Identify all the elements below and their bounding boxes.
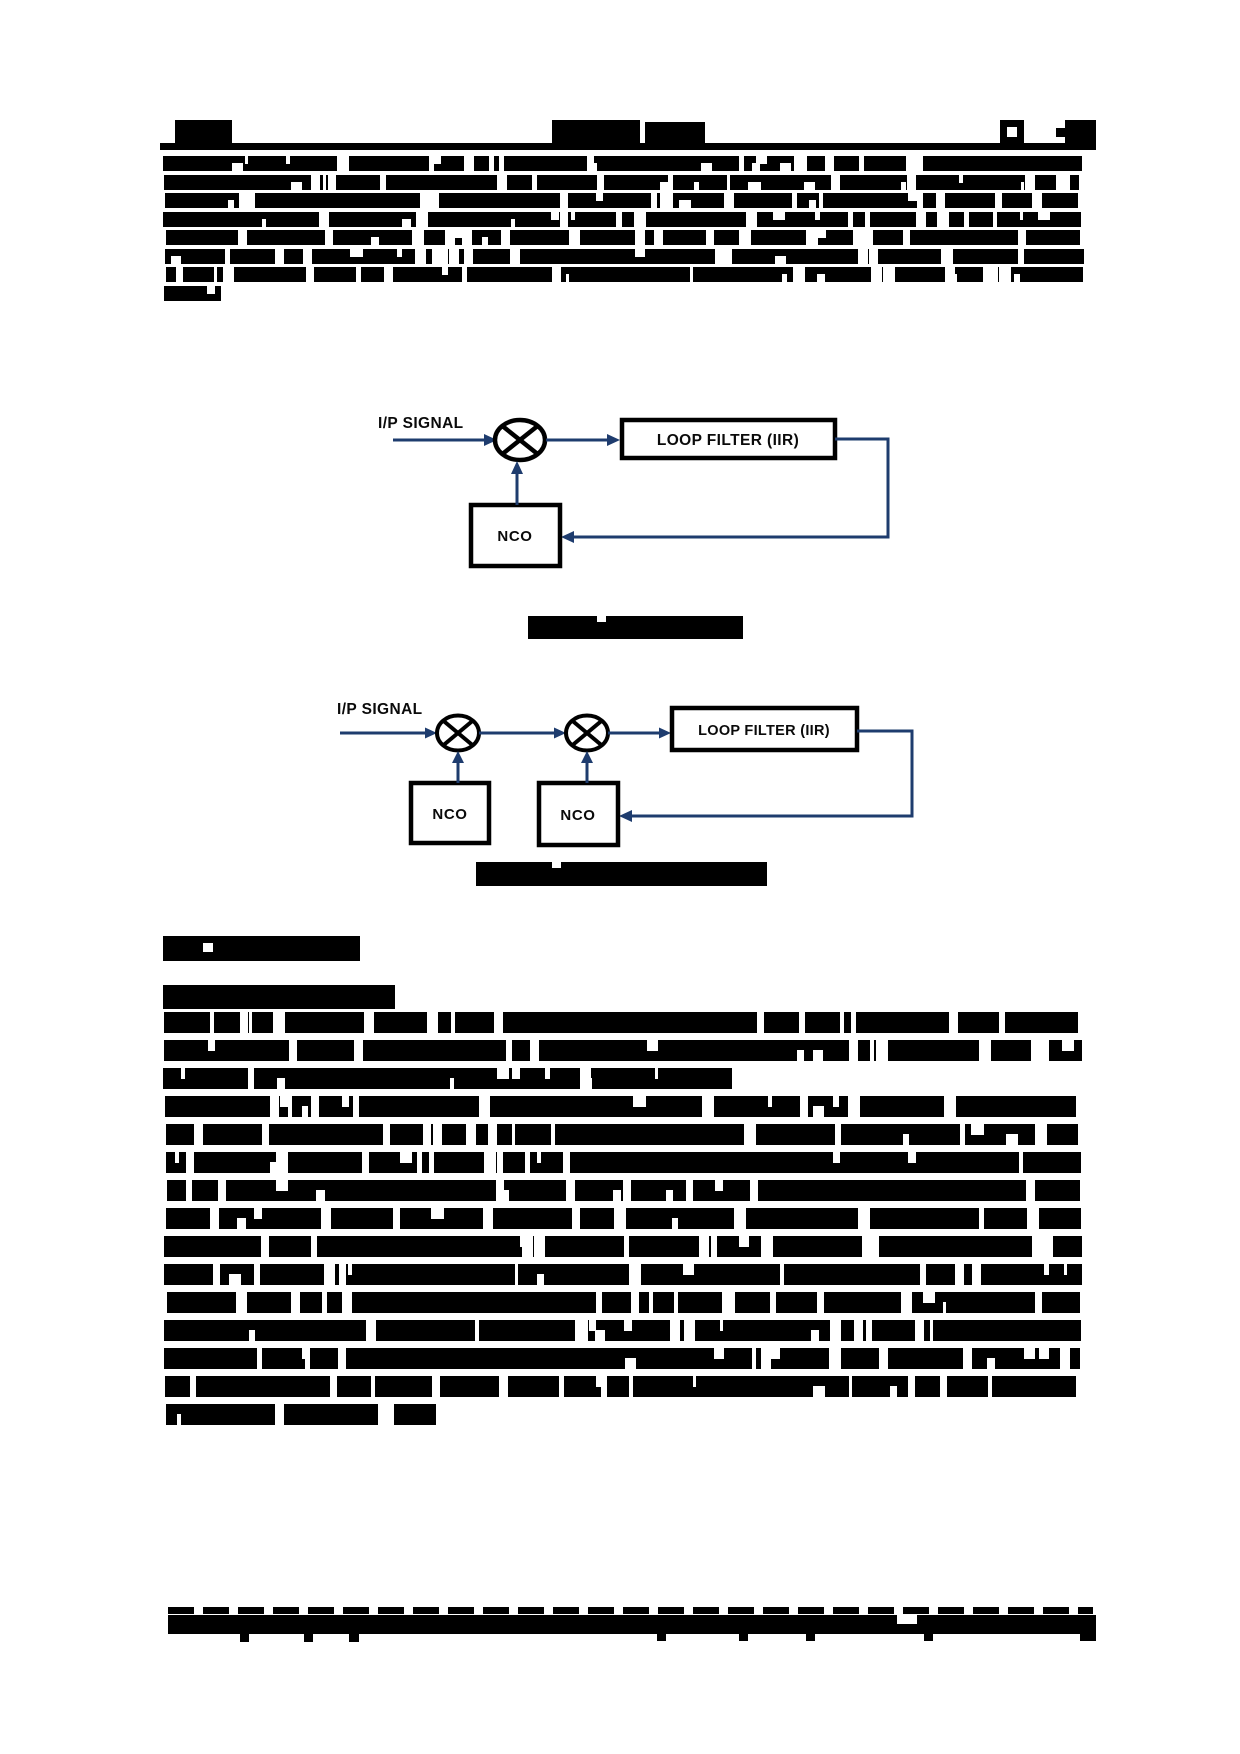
paragraph-2-line (164, 1348, 1080, 1369)
footer-tick-4 (657, 1634, 666, 1641)
figure1-feedback-path (561, 437, 890, 543)
paragraph-1-line (165, 193, 1078, 208)
figure-2-caption-notch (552, 862, 561, 868)
figure-1-caption (528, 616, 743, 639)
figure2-nco2-box (536, 780, 621, 848)
figure1-mid-arrow (546, 434, 620, 446)
figure2-multiplier1-icon (435, 713, 481, 753)
footer-tick-5 (739, 1634, 748, 1641)
header-right-box (1000, 120, 1024, 145)
figure2-nco1-arrow (452, 751, 464, 783)
header-right-box-notch (1007, 127, 1017, 137)
footer-tick-2 (304, 1634, 313, 1642)
footer-tick-6 (806, 1634, 815, 1641)
figure2-input-label: I/P SIGNAL (337, 701, 423, 718)
figure1-nco-label: NCO (497, 528, 532, 545)
figure-1-caption-notch (597, 616, 606, 622)
header-center-block-b (645, 122, 705, 143)
paragraph-1-line (165, 249, 1084, 264)
figure2-feedback-path (619, 729, 914, 822)
header-left-block (175, 120, 232, 143)
figure2-nco2-label: NCO (560, 807, 595, 824)
paragraph-2-line (164, 1236, 1082, 1257)
figure1-nco-arrow (511, 461, 523, 505)
paragraph-2-line (166, 1404, 436, 1425)
footer-tick-1 (240, 1634, 249, 1642)
section-heading-notch (203, 943, 213, 952)
figure2-loop-filter-box (669, 705, 860, 753)
figure1-multiplier-icon (492, 417, 548, 463)
header-right-notch (1056, 128, 1065, 137)
paragraph-2-line (165, 1376, 1076, 1397)
figure2-nco1-box (408, 780, 492, 846)
figure1-input-arrow (393, 434, 497, 446)
paragraph-2-line (164, 1320, 1081, 1341)
paragraph-2-line (163, 1068, 732, 1089)
paragraph-1-line (166, 230, 1080, 245)
section-heading (163, 936, 360, 961)
figure-2-diagram: I/P SIGNAL LOOP FILTER (IIR) (337, 701, 914, 848)
paragraph-2-line (164, 1012, 1078, 1033)
paragraph-2-line (164, 1040, 1082, 1061)
footer-tick-3 (349, 1634, 359, 1642)
header-center-block-a (552, 120, 640, 143)
paragraph-2-line (165, 1096, 1076, 1117)
paragraph-2-line (166, 1124, 1078, 1145)
figure2-nco2-arrow (581, 751, 593, 783)
footer-tick-7 (924, 1634, 933, 1641)
paragraph-2-line (167, 1292, 1080, 1313)
figure1-loop-filter-box (619, 417, 838, 461)
figure2-loop-filter-label: LOOP FILTER (IIR) (698, 723, 830, 739)
footer-tick-right (1080, 1634, 1096, 1641)
figure2-mid-arrow-2 (608, 727, 671, 739)
figure-1-diagram: I/P SIGNAL LOOP FILTER (IIR) NCO (378, 415, 890, 569)
header-rule (160, 143, 1096, 150)
footer-band (168, 1615, 1096, 1634)
paragraph-1-line (164, 175, 1079, 190)
figure2-mid-arrow-1 (479, 727, 566, 739)
paragraph-2-line (166, 1208, 1081, 1229)
figure1-input-label: I/P SIGNAL (378, 415, 464, 432)
paragraph-1-line (164, 286, 221, 301)
figure2-nco1-label: NCO (432, 806, 467, 823)
figure2-input-arrow (340, 727, 437, 739)
figure1-nco-box (468, 502, 563, 569)
paragraph-2-line (167, 1180, 1080, 1201)
figure2-multiplier2-icon (564, 713, 610, 753)
paragraph-2-line (166, 1152, 1081, 1173)
paragraph-1-line (166, 267, 1083, 282)
paragraph-1-line (163, 212, 1081, 227)
paragraph-2-line (164, 1264, 1082, 1285)
paragraph-1-line (163, 156, 1082, 171)
footer-band-notch (897, 1615, 917, 1624)
figure1-loop-filter-label: LOOP FILTER (IIR) (657, 432, 799, 449)
sub-heading (163, 985, 395, 1009)
figure-2-caption (476, 862, 767, 886)
footer-dash-row (168, 1607, 1093, 1614)
